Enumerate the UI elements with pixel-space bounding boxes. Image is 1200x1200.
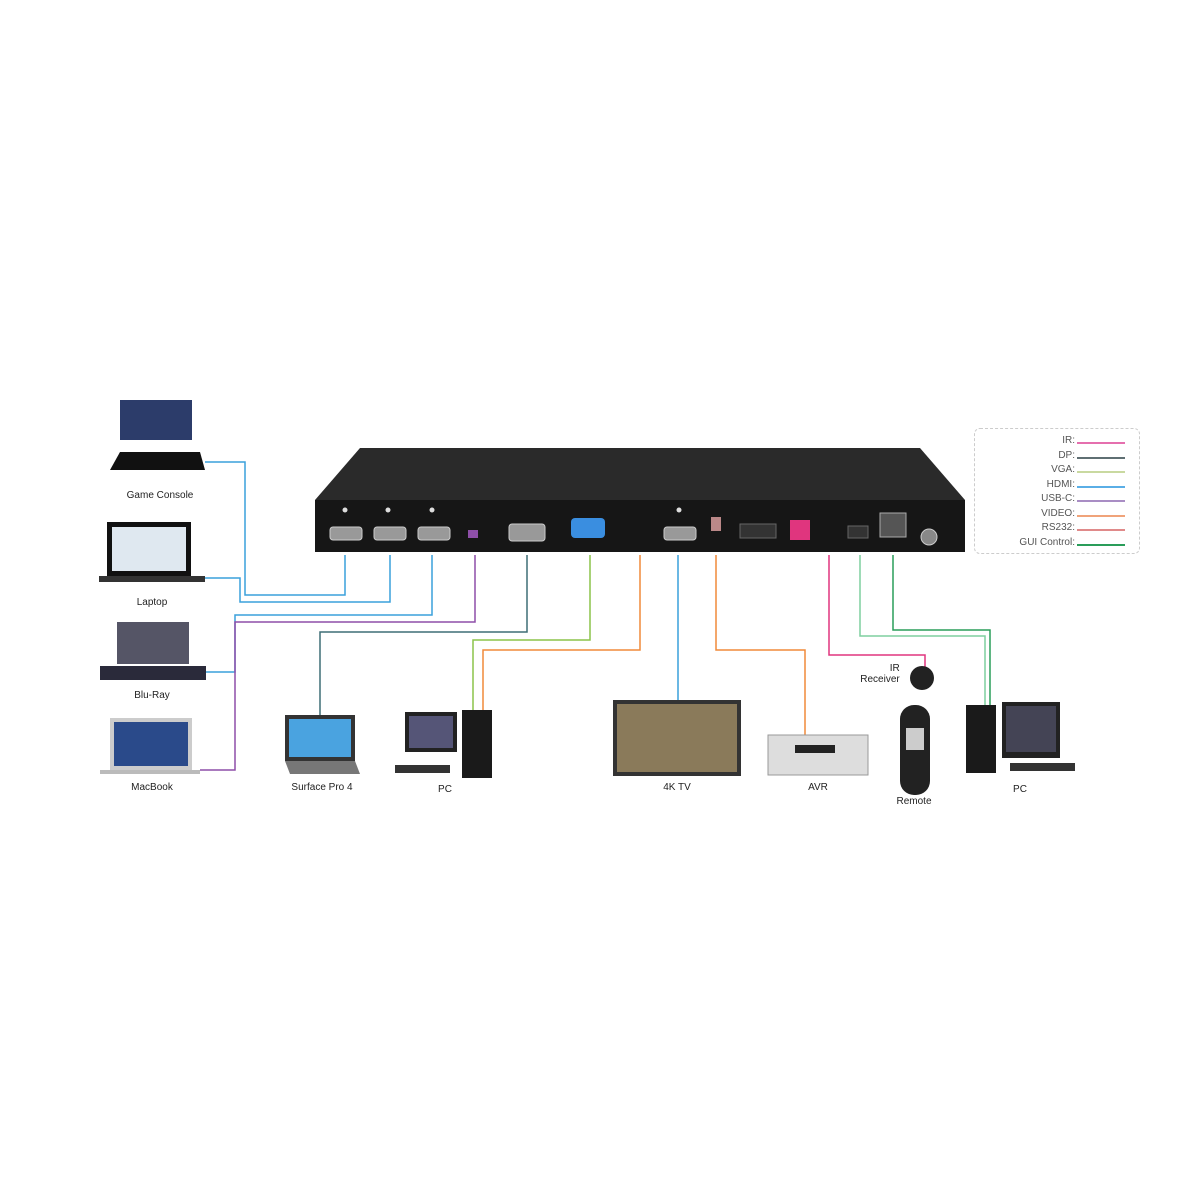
cable bbox=[482, 555, 641, 712]
legend-item: DP: bbox=[975, 450, 1135, 464]
legend-swatch bbox=[1077, 456, 1125, 459]
label-macbook: MacBook bbox=[131, 782, 173, 793]
legend-swatch bbox=[1077, 485, 1125, 488]
power-jack bbox=[920, 528, 938, 546]
pc-left-icon bbox=[395, 710, 492, 778]
vga-port bbox=[571, 518, 605, 538]
pc-right-icon bbox=[966, 702, 1075, 773]
dip-switch bbox=[790, 520, 810, 540]
legend-swatch bbox=[1077, 514, 1125, 517]
legend-swatch bbox=[1077, 471, 1125, 473]
cable bbox=[319, 555, 528, 715]
ir-receiver-icon bbox=[910, 666, 934, 690]
cable bbox=[195, 555, 391, 603]
laptop-icon bbox=[99, 522, 205, 582]
surface-icon bbox=[285, 715, 360, 774]
legend-item: IR: bbox=[975, 435, 1135, 449]
legend-item: GUI Control: bbox=[975, 537, 1135, 551]
label-ir-receiver: IR Receiver bbox=[860, 663, 900, 685]
legend-item: VGA: bbox=[975, 464, 1135, 478]
legend-label: GUI Control: bbox=[1019, 536, 1075, 548]
legend-label: VIDEO: bbox=[1041, 507, 1075, 519]
legend-label: DP: bbox=[1058, 449, 1075, 461]
legend-swatch bbox=[1077, 529, 1125, 531]
game-console-icon bbox=[110, 400, 205, 470]
legend-label: USB-C: bbox=[1041, 493, 1075, 504]
label-pc-left: PC bbox=[438, 784, 452, 795]
legend-label: RS232: bbox=[1041, 522, 1075, 533]
label-surface: Surface Pro 4 bbox=[291, 782, 353, 793]
tv-icon bbox=[613, 700, 741, 776]
bluray-icon bbox=[100, 622, 206, 680]
rj45-port bbox=[879, 512, 907, 538]
label-laptop: Laptop bbox=[136, 597, 168, 608]
legend-item: VIDEO: bbox=[975, 508, 1135, 522]
avr-icon bbox=[767, 734, 869, 776]
label-avr: AVR bbox=[808, 782, 828, 793]
macbook-icon bbox=[100, 718, 200, 774]
legend-item: USB-C: bbox=[975, 493, 1135, 507]
switcher-device bbox=[315, 448, 965, 552]
cable bbox=[859, 555, 986, 705]
remote-icon bbox=[900, 705, 930, 795]
cable bbox=[828, 555, 926, 668]
legend-item: HDMI: bbox=[975, 479, 1135, 493]
legend-swatch bbox=[1077, 442, 1125, 444]
cable bbox=[205, 461, 346, 596]
legend-label: HDMI: bbox=[1046, 478, 1075, 490]
label-bluray: Blu-Ray bbox=[134, 690, 170, 701]
cable bbox=[472, 555, 591, 710]
cable bbox=[892, 555, 991, 705]
label-game-console: Game Console bbox=[126, 490, 194, 501]
cable bbox=[200, 555, 476, 771]
legend-label: VGA: bbox=[1051, 464, 1075, 475]
label-remote: Remote bbox=[896, 796, 932, 807]
legend-swatch bbox=[1077, 543, 1125, 546]
legend-label: IR: bbox=[1062, 435, 1075, 446]
legend-item: RS232: bbox=[975, 522, 1135, 536]
legend-swatch bbox=[1077, 500, 1125, 502]
cables bbox=[195, 461, 991, 771]
cable bbox=[205, 555, 433, 673]
label-pc-right: PC bbox=[1013, 784, 1027, 795]
label-tv: 4K TV bbox=[663, 782, 691, 793]
cable bbox=[715, 555, 806, 735]
cable-legend: IR: DP: VGA: HDMI: USB-C: VIDEO: RS232: GUI Con… bbox=[974, 428, 1140, 554]
